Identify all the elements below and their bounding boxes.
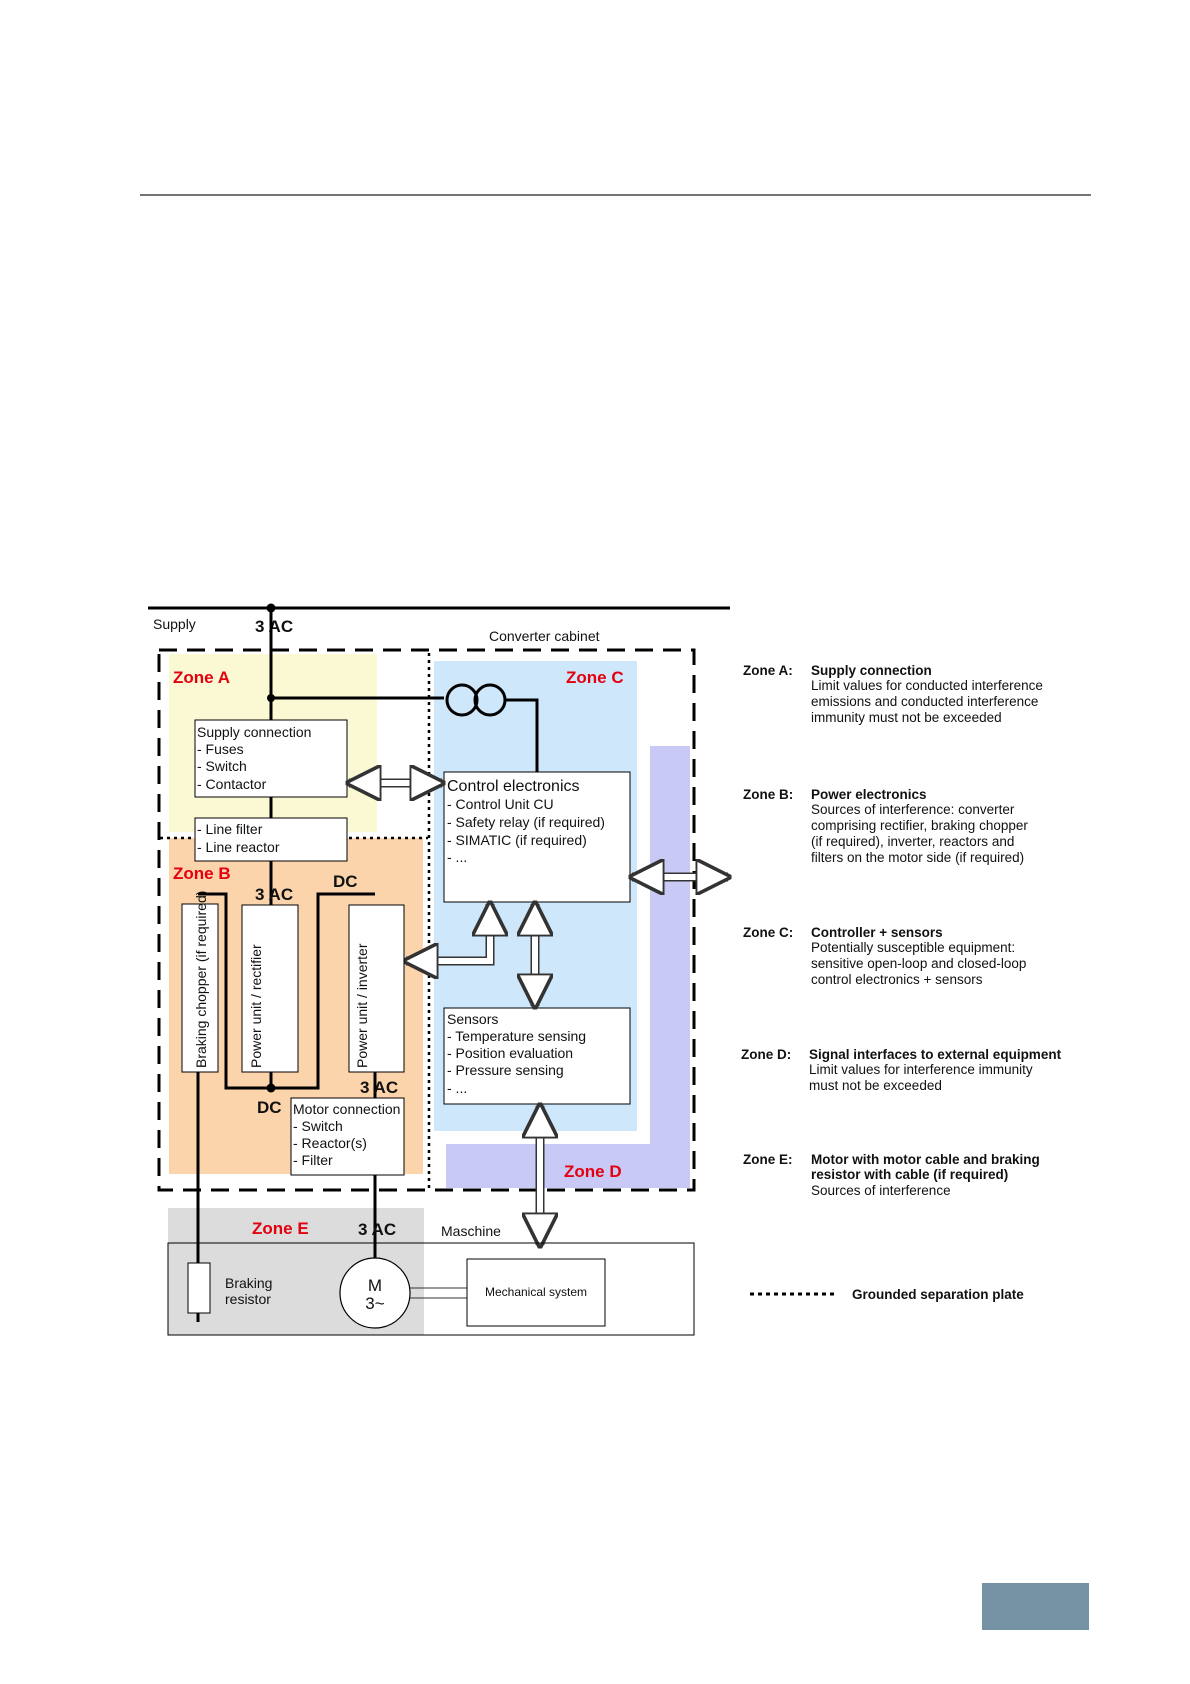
- control-item: - Control Unit CU: [447, 796, 554, 812]
- legend-line: sensitive open-loop and closed-loop: [811, 956, 1026, 971]
- legend-line: Potentially susceptible equipment:: [811, 940, 1015, 955]
- braking-resistor-label: Braking: [225, 1275, 272, 1291]
- rectifier-3ac-label: 3 AC: [255, 885, 293, 904]
- sensors-item: - Position evaluation: [447, 1045, 573, 1061]
- inverter-control-arrow-inner: [406, 904, 490, 961]
- legend-title: Motor with motor cable and braking: [811, 1152, 1040, 1167]
- motor-connection-item: - Reactor(s): [293, 1135, 367, 1151]
- motor-symbol: [339, 1257, 411, 1329]
- zone-c-label: Zone C: [566, 668, 624, 687]
- mechanical-system-label: Mechanical system: [485, 1285, 587, 1299]
- dc-node: [266, 1083, 276, 1093]
- legend-line: Limit values for interference immunity: [809, 1062, 1033, 1077]
- filter-item: - Line reactor: [197, 839, 280, 855]
- zone-a-label: Zone A: [173, 668, 230, 687]
- legend-line: emissions and conducted interference: [811, 694, 1038, 709]
- supply-item: - Switch: [197, 758, 247, 774]
- inverter-box: [348, 904, 405, 1073]
- supply-connection-box: [194, 719, 348, 798]
- legend-key: Zone A:: [743, 663, 793, 678]
- supply-label: Supply: [153, 616, 196, 632]
- legend-line: must not be exceeded: [809, 1078, 942, 1093]
- zone-d-area: [446, 746, 690, 1188]
- transformer-coil-1: [445, 683, 479, 717]
- line-filter-box: [194, 817, 348, 862]
- legend-line: filters on the motor side (if required): [811, 850, 1024, 865]
- mechanical-system-box: [466, 1258, 606, 1327]
- sensors-box: [443, 1007, 631, 1105]
- braking-resistor-label: resistor: [225, 1291, 271, 1307]
- legend-key: Zone E:: [743, 1152, 793, 1167]
- dc-top-label: DC: [333, 872, 358, 891]
- sensors-item: - Temperature sensing: [447, 1028, 586, 1044]
- legend-line: Sources of interference: converter: [811, 802, 1015, 817]
- sensors-item: - ...: [447, 1080, 467, 1096]
- legend-title: Signal interfaces to external equipment: [809, 1047, 1062, 1062]
- converter-cabinet-border: [157, 648, 696, 1192]
- legend-line: control electronics + sensors: [811, 972, 983, 987]
- maschine-label: Maschine: [441, 1223, 501, 1239]
- control-item: - ...: [447, 849, 467, 865]
- sensors-item: - Pressure sensing: [447, 1062, 564, 1078]
- dc-link: [271, 892, 375, 1090]
- legend-line: immunity must not be exceeded: [811, 710, 1002, 725]
- legend-key: Zone C:: [743, 925, 793, 940]
- zone-b-label: Zone B: [173, 864, 231, 883]
- control-feed-line: [505, 698, 539, 772]
- motor-connection-item: - Filter: [293, 1152, 333, 1168]
- motor-label: M: [368, 1276, 382, 1295]
- motor-connection-item: - Switch: [293, 1118, 343, 1134]
- legend-key: Zone B:: [743, 787, 793, 802]
- separation-plate-legend-label: Grounded separation plate: [852, 1287, 1024, 1302]
- motor-connection-title: Motor connection: [293, 1101, 400, 1117]
- supply-item: - Contactor: [197, 776, 267, 792]
- zone-d-label: Zone D: [564, 1162, 622, 1181]
- legend-key: Zone D:: [741, 1047, 791, 1062]
- inverter-label: Power unit / inverter: [354, 943, 370, 1068]
- machine-frame: [167, 1242, 695, 1336]
- braking-chopper-box: [181, 903, 219, 1073]
- legend-title-line2: resistor with cable (if required): [811, 1167, 1008, 1182]
- legend-title: Controller + sensors: [811, 925, 943, 940]
- control-item: - SIMATIC (if required): [447, 832, 587, 848]
- supply-item: - Fuses: [197, 741, 244, 757]
- braking-chopper-label: Braking chopper (if required): [193, 891, 209, 1068]
- zone-e-label: Zone E: [252, 1219, 309, 1238]
- control-electronics-box: [443, 771, 631, 903]
- legend-line: (if required), inverter, reactors and: [811, 834, 1014, 849]
- legend-line: comprising rectifier, braking chopper: [811, 818, 1028, 833]
- control-item: - Safety relay (if required): [447, 814, 605, 830]
- filter-item: - Line filter: [197, 821, 263, 837]
- page-tab: [982, 1583, 1089, 1630]
- motor-connection-box: [290, 1097, 405, 1176]
- chopper-bus: [198, 892, 271, 1090]
- legend-title: Supply connection: [811, 663, 932, 678]
- rectifier-label: Power unit / rectifier: [248, 944, 264, 1068]
- legend: Zone A: Supply connection Limit values f…: [741, 663, 1062, 1302]
- braking-resistor: [187, 1262, 211, 1314]
- sensors-title: Sensors: [447, 1011, 498, 1027]
- legend-title: Power electronics: [811, 787, 927, 802]
- supply-3ac-label: 3 AC: [255, 617, 293, 636]
- motor-3ac-label: 3 AC: [358, 1220, 396, 1239]
- rectifier-box: [241, 904, 299, 1073]
- legend-line: Limit values for conducted interference: [811, 678, 1043, 693]
- supply-connection-title: Supply connection: [197, 724, 311, 740]
- dc-bottom-label: DC: [257, 1098, 282, 1117]
- converter-cabinet-label: Converter cabinet: [489, 628, 600, 644]
- inverter-3ac-label: 3 AC: [360, 1078, 398, 1097]
- legend-line: Sources of interference: [811, 1183, 951, 1198]
- control-electronics-title: Control electronics: [447, 778, 580, 795]
- motor-phase-label: 3~: [365, 1294, 384, 1313]
